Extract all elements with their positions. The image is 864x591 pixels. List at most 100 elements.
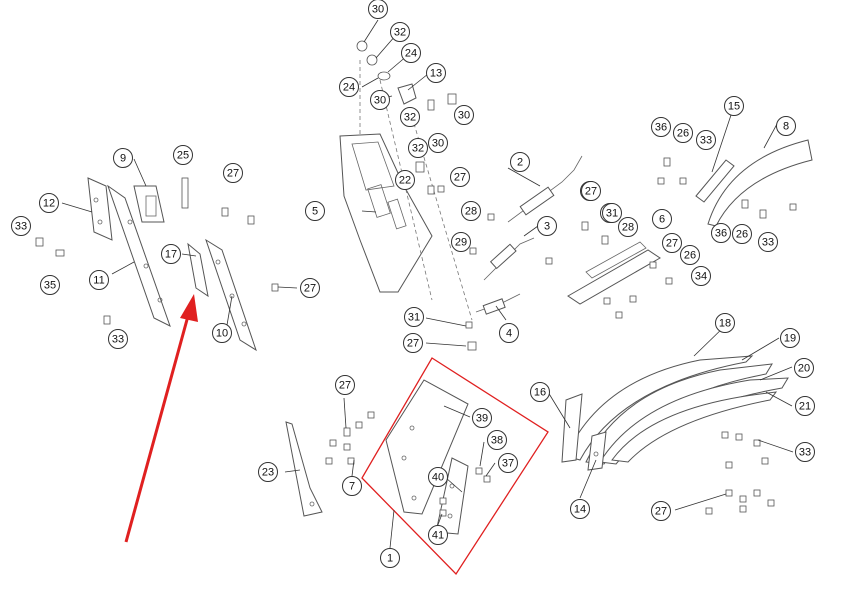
callout-13: 13 (426, 63, 446, 83)
callout-circle (108, 329, 128, 349)
callout-27: 27 (335, 375, 355, 395)
callout-circle (258, 462, 278, 482)
hydraulic-hose-parts (475, 155, 583, 315)
callout-6: 6 (652, 209, 672, 229)
highlighted-share-group (361, 357, 549, 576)
callout-circle (404, 307, 424, 327)
callout-circle (732, 224, 752, 244)
callout-circle (370, 90, 390, 110)
callout-number: 30 (458, 110, 470, 122)
callout-36: 36 (651, 117, 671, 137)
callout-31: 31 (602, 203, 622, 223)
callout-number: 4 (506, 328, 512, 340)
callout-circle (570, 499, 590, 519)
callout-circle (472, 408, 492, 428)
callout-32: 32 (390, 22, 410, 42)
callout-number: 37 (502, 458, 514, 470)
callout-number: 12 (43, 198, 55, 210)
callout-circle (602, 203, 622, 223)
callout-33: 33 (795, 442, 815, 462)
callout-number: 35 (44, 280, 56, 292)
callout-number: 30 (372, 4, 384, 16)
callout-number: 30 (374, 95, 386, 107)
callout-circle (715, 313, 735, 333)
callout-24: 24 (339, 77, 359, 97)
callout-number: 28 (622, 222, 634, 234)
callout-number: 26 (677, 128, 689, 140)
callout-number: 25 (177, 150, 189, 162)
callout-circle (776, 116, 796, 136)
callout-22: 22 (395, 170, 415, 190)
callout-26: 26 (680, 245, 700, 265)
callout-circle (428, 467, 448, 487)
callout-36: 36 (711, 223, 731, 243)
callout-9: 9 (113, 148, 133, 168)
callout-38: 38 (487, 430, 507, 450)
callout-circle (618, 217, 638, 237)
callout-circle (499, 323, 519, 343)
callout-circle (89, 270, 109, 290)
callout-number: 36 (655, 122, 667, 134)
callout-circle (451, 232, 471, 252)
callout-number: 36 (715, 228, 727, 240)
callout-33: 33 (108, 329, 128, 349)
callout-number: 27 (227, 168, 239, 180)
callout-number: 11 (93, 275, 104, 287)
callout-circle (498, 453, 518, 473)
callout-circle (691, 266, 711, 286)
callout-labels: 3032242413303230303222275228272933131274… (11, 0, 815, 568)
callout-circle (537, 216, 557, 236)
highlight-box (361, 357, 549, 576)
left-plate-assembly (35, 177, 279, 352)
callout-circle (530, 382, 550, 402)
callout-32: 32 (408, 138, 428, 158)
callout-circle (408, 138, 428, 158)
callout-11: 11 (89, 270, 109, 290)
callout-number: 33 (799, 447, 811, 459)
callout-number: 23 (262, 467, 274, 479)
callout-number: 33 (112, 334, 124, 346)
callout-number: 27 (454, 172, 466, 184)
callout-circle (342, 476, 362, 496)
callout-number: 33 (762, 237, 774, 249)
callout-number: 26 (684, 250, 696, 262)
callout-circle (212, 323, 232, 343)
callout-circle (390, 22, 410, 42)
callout-30: 30 (454, 105, 474, 125)
callout-number: 16 (534, 387, 546, 399)
callout-number: 15 (728, 101, 740, 113)
callout-number: 6 (659, 214, 665, 226)
callout-number: 27 (407, 338, 419, 350)
callout-number: 26 (736, 229, 748, 241)
callout-circle (428, 525, 448, 545)
callout-circle (11, 216, 31, 236)
callout-circle (758, 232, 778, 252)
callout-number: 2 (517, 157, 523, 169)
callout-circle (395, 170, 415, 190)
callout-circle (161, 244, 181, 264)
center-bracket-assembly (339, 40, 495, 351)
callout-circle (403, 333, 423, 353)
callout-number: 20 (798, 363, 810, 375)
moldboard-assembly (561, 355, 789, 515)
callout-number: 34 (695, 271, 707, 283)
callout-circle (450, 167, 470, 187)
callout-37: 37 (498, 453, 518, 473)
callout-30: 30 (370, 90, 390, 110)
callout-12: 12 (39, 193, 59, 213)
callout-circle (401, 43, 421, 63)
callout-33: 33 (11, 216, 31, 236)
callout-number: 7 (349, 481, 355, 493)
callout-circle (696, 130, 716, 150)
callout-circle (795, 396, 815, 416)
callout-2: 2 (510, 152, 530, 172)
callout-number: 13 (430, 68, 442, 80)
callout-27: 27 (450, 167, 470, 187)
callout-circle (380, 548, 400, 568)
callout-4: 4 (499, 323, 519, 343)
callout-number: 31 (408, 312, 420, 324)
callout-27: 27 (403, 333, 423, 353)
callout-31: 31 (404, 307, 424, 327)
callout-circle (426, 63, 446, 83)
